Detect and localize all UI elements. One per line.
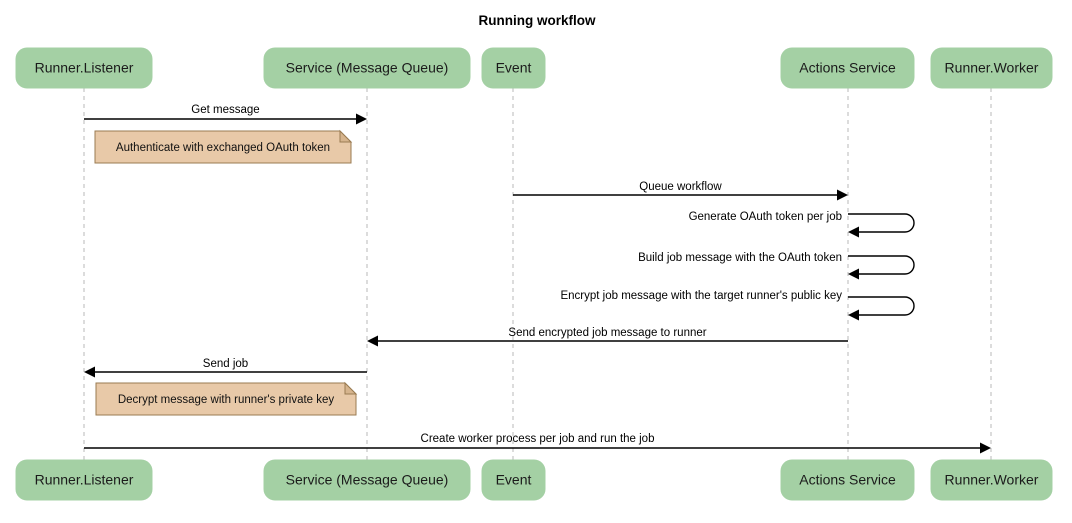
- message-arrowhead-queue-workflow: [837, 189, 848, 201]
- participant-event[interactable]: Event: [481, 47, 546, 89]
- note-decrypt-note: Decrypt message with runner's private ke…: [95, 381, 358, 416]
- participant-label-service-mq: Service (Message Queue): [286, 60, 449, 76]
- participant-actions-service[interactable]: Actions Service: [780, 459, 915, 501]
- participant-actions-service[interactable]: Actions Service: [780, 47, 915, 89]
- message-arrowhead-send-job: [84, 366, 95, 378]
- message-send-job[interactable]: Send job: [84, 358, 367, 378]
- participant-service-mq[interactable]: Service (Message Queue): [263, 459, 471, 501]
- note-authenticate-note: Authenticate with exchanged OAuth token: [94, 129, 353, 164]
- message-label-get-message: Get message: [191, 104, 259, 116]
- note-fold-corner-icon: [339, 129, 353, 143]
- participant-box-runner-worker[interactable]: [930, 459, 1053, 501]
- participant-box-service-mq[interactable]: [263, 459, 471, 501]
- message-arrowhead-get-message: [356, 113, 367, 125]
- participants-bottom-row: Runner.Listener Service (Message Queue) Ev…: [15, 459, 1053, 501]
- message-get-message[interactable]: Get message: [84, 104, 367, 125]
- participant-label-runner-listener: Runner.Listener: [35, 60, 134, 76]
- message-loop-encrypt-job-message-public-key: [848, 296, 915, 316]
- participant-box-actions-service[interactable]: [780, 459, 915, 501]
- message-label-create-worker-process: Create worker process per job and run th…: [421, 433, 655, 445]
- participant-box-actions-service[interactable]: [780, 47, 915, 89]
- message-label-send-encrypted-job-message-to-runner: Send encrypted job message to runner: [508, 327, 706, 339]
- message-queue-workflow[interactable]: Queue workflow: [513, 181, 848, 201]
- participant-label-service-mq: Service (Message Queue): [286, 472, 449, 488]
- participant-label-runner-worker: Runner.Worker: [945, 60, 1039, 76]
- participant-runner-listener[interactable]: Runner.Listener: [15, 459, 153, 501]
- participants-top-row: Runner.Listener Service (Message Queue) Ev…: [15, 47, 1053, 89]
- participant-label-runner-listener: Runner.Listener: [35, 472, 134, 488]
- participant-box-runner-worker[interactable]: [930, 47, 1053, 89]
- note-fold-corner-icon: [344, 381, 358, 395]
- message-arrowhead-encrypt-job-message-public-key: [848, 309, 859, 321]
- page-title: Running workflow: [479, 13, 596, 28]
- message-generate-oauth-token-per-job[interactable]: Generate OAuth token per job: [689, 211, 915, 238]
- participant-event[interactable]: Event: [481, 459, 546, 501]
- participant-runner-worker[interactable]: Runner.Worker: [930, 459, 1053, 501]
- participant-runner-worker[interactable]: Runner.Worker: [930, 47, 1053, 89]
- participant-box-service-mq[interactable]: [263, 47, 471, 89]
- note-body-decrypt-note: [95, 382, 357, 416]
- notes-group: Authenticate with exchanged OAuth tokenD…: [94, 129, 358, 416]
- participant-box-runner-listener[interactable]: [15, 47, 153, 89]
- participant-box-event[interactable]: [481, 459, 546, 501]
- participant-label-runner-worker: Runner.Worker: [945, 472, 1039, 488]
- participant-label-event: Event: [496, 60, 532, 76]
- message-label-build-job-message-with-oauth-token: Build job message with the OAuth token: [638, 252, 842, 264]
- note-body-authenticate-note: [94, 130, 352, 164]
- message-build-job-message-with-oauth-token[interactable]: Build job message with the OAuth token: [638, 252, 915, 280]
- participant-box-runner-listener[interactable]: [15, 459, 153, 501]
- message-create-worker-process[interactable]: Create worker process per job and run th…: [84, 433, 991, 454]
- message-label-send-job: Send job: [203, 358, 248, 370]
- message-arrowhead-create-worker-process: [980, 442, 991, 454]
- participant-service-mq[interactable]: Service (Message Queue): [263, 47, 471, 89]
- participant-label-actions-service: Actions Service: [799, 472, 896, 488]
- message-arrowhead-send-encrypted-job-message-to-runner: [367, 335, 378, 347]
- message-arrowhead-build-job-message-with-oauth-token: [848, 268, 859, 280]
- note-label-authenticate-note: Authenticate with exchanged OAuth token: [116, 142, 330, 154]
- note-label-decrypt-note: Decrypt message with runner's private ke…: [118, 394, 335, 406]
- message-loop-build-job-message-with-oauth-token: [848, 255, 915, 275]
- participant-runner-listener[interactable]: Runner.Listener: [15, 47, 153, 89]
- message-encrypt-job-message-public-key[interactable]: Encrypt job message with the target runn…: [560, 290, 915, 321]
- message-send-encrypted-job-message-to-runner[interactable]: Send encrypted job message to runner: [367, 327, 848, 347]
- participant-label-event: Event: [496, 472, 532, 488]
- message-label-encrypt-job-message-public-key: Encrypt job message with the target runn…: [560, 290, 842, 302]
- participant-label-actions-service: Actions Service: [799, 60, 896, 76]
- message-arrowhead-generate-oauth-token-per-job: [848, 226, 859, 238]
- message-label-generate-oauth-token-per-job: Generate OAuth token per job: [689, 211, 842, 223]
- participant-box-event[interactable]: [481, 47, 546, 89]
- message-label-queue-workflow: Queue workflow: [639, 181, 722, 193]
- message-loop-generate-oauth-token-per-job: [848, 213, 915, 233]
